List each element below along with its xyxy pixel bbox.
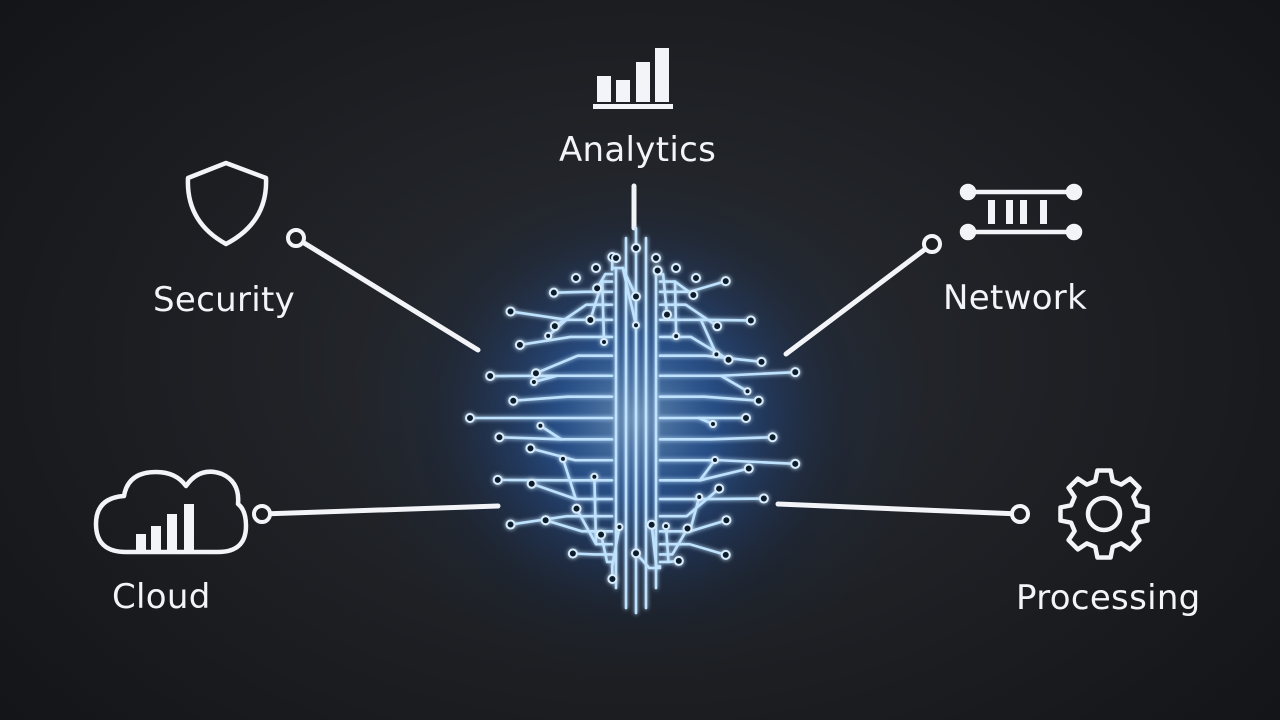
node-label-processing: Processing xyxy=(1016,578,1201,618)
connector-cloud xyxy=(259,503,501,517)
connector-security xyxy=(293,235,481,353)
node-label-security: Security xyxy=(153,280,296,320)
connector-network-endpoint xyxy=(922,234,942,254)
node-label-network: Network xyxy=(943,278,1088,318)
node-label-analytics: Analytics xyxy=(559,130,717,170)
circuit-brain-icon xyxy=(468,226,797,615)
connector-network xyxy=(783,241,935,357)
cloud-chart-icon xyxy=(93,469,249,555)
network-icon xyxy=(959,183,1083,241)
gear-icon xyxy=(1058,468,1150,560)
circuit-brain-nodes xyxy=(465,243,801,585)
node-label-cloud: Cloud xyxy=(112,577,211,617)
bar-chart-icon xyxy=(593,48,673,109)
connector-security-endpoint xyxy=(286,228,306,248)
connector-processing-endpoint xyxy=(1010,504,1030,524)
shield-icon xyxy=(185,160,269,247)
connector-processing xyxy=(775,501,1023,517)
connector-cloud-endpoint xyxy=(252,504,272,524)
